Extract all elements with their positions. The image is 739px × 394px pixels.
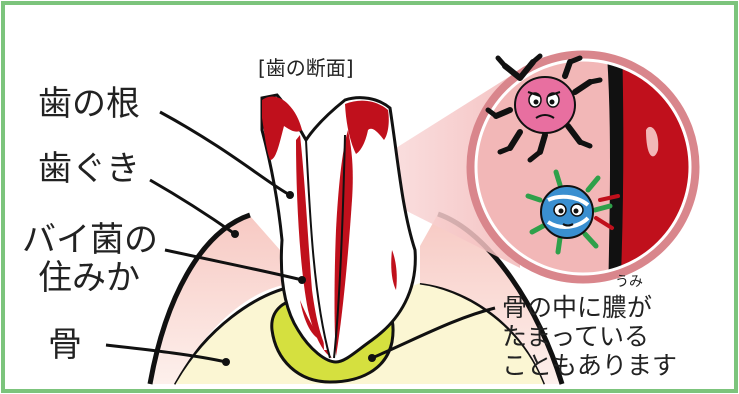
- root-gap: [316, 140, 338, 350]
- gum-shape: [150, 216, 290, 384]
- dot-bone: [222, 358, 230, 366]
- inset-magnified-view: [466, 50, 700, 284]
- label-bacteria-line2: 住みか: [38, 258, 140, 298]
- tooth-top-right-red: [345, 100, 389, 154]
- diagram-caption: [歯の断面]: [258, 56, 354, 80]
- tooth-red-spot-left: [391, 250, 397, 290]
- note-line2: たまっている: [502, 322, 650, 351]
- leader-bone: [105, 343, 227, 364]
- leader-gum: [149, 178, 236, 236]
- zoom-cone: [345, 70, 520, 268]
- label-bone: 骨: [48, 325, 82, 365]
- dot-root: [286, 191, 294, 199]
- note-line1: 骨の中に膿が: [502, 293, 653, 322]
- leader-pus: [371, 306, 496, 360]
- note-line3: こともあります: [502, 351, 678, 380]
- blue-germ-icon: [525, 169, 620, 255]
- inset-blood-highlight: [646, 126, 659, 157]
- leader-bacteria: [164, 248, 303, 282]
- tooth-top-left-red: [262, 96, 302, 160]
- gum-outline-left: [147, 212, 251, 385]
- leader-root: [159, 110, 291, 197]
- label-bacteria-line1: バイ菌の: [22, 220, 158, 260]
- gum-shape-right: [420, 214, 562, 384]
- label-root: 歯の根: [38, 84, 140, 124]
- dot-bacteria: [298, 276, 306, 284]
- dot-gum: [231, 230, 239, 238]
- pink-germ-icon: [485, 53, 603, 163]
- dot-pus: [368, 354, 376, 362]
- root-canal-left: [296, 135, 332, 358]
- root-canal-line-left: [305, 139, 331, 359]
- root-canal-line-right: [333, 134, 346, 359]
- label-gum: 歯ぐき: [38, 149, 140, 189]
- note-ruby: うみ: [615, 274, 643, 290]
